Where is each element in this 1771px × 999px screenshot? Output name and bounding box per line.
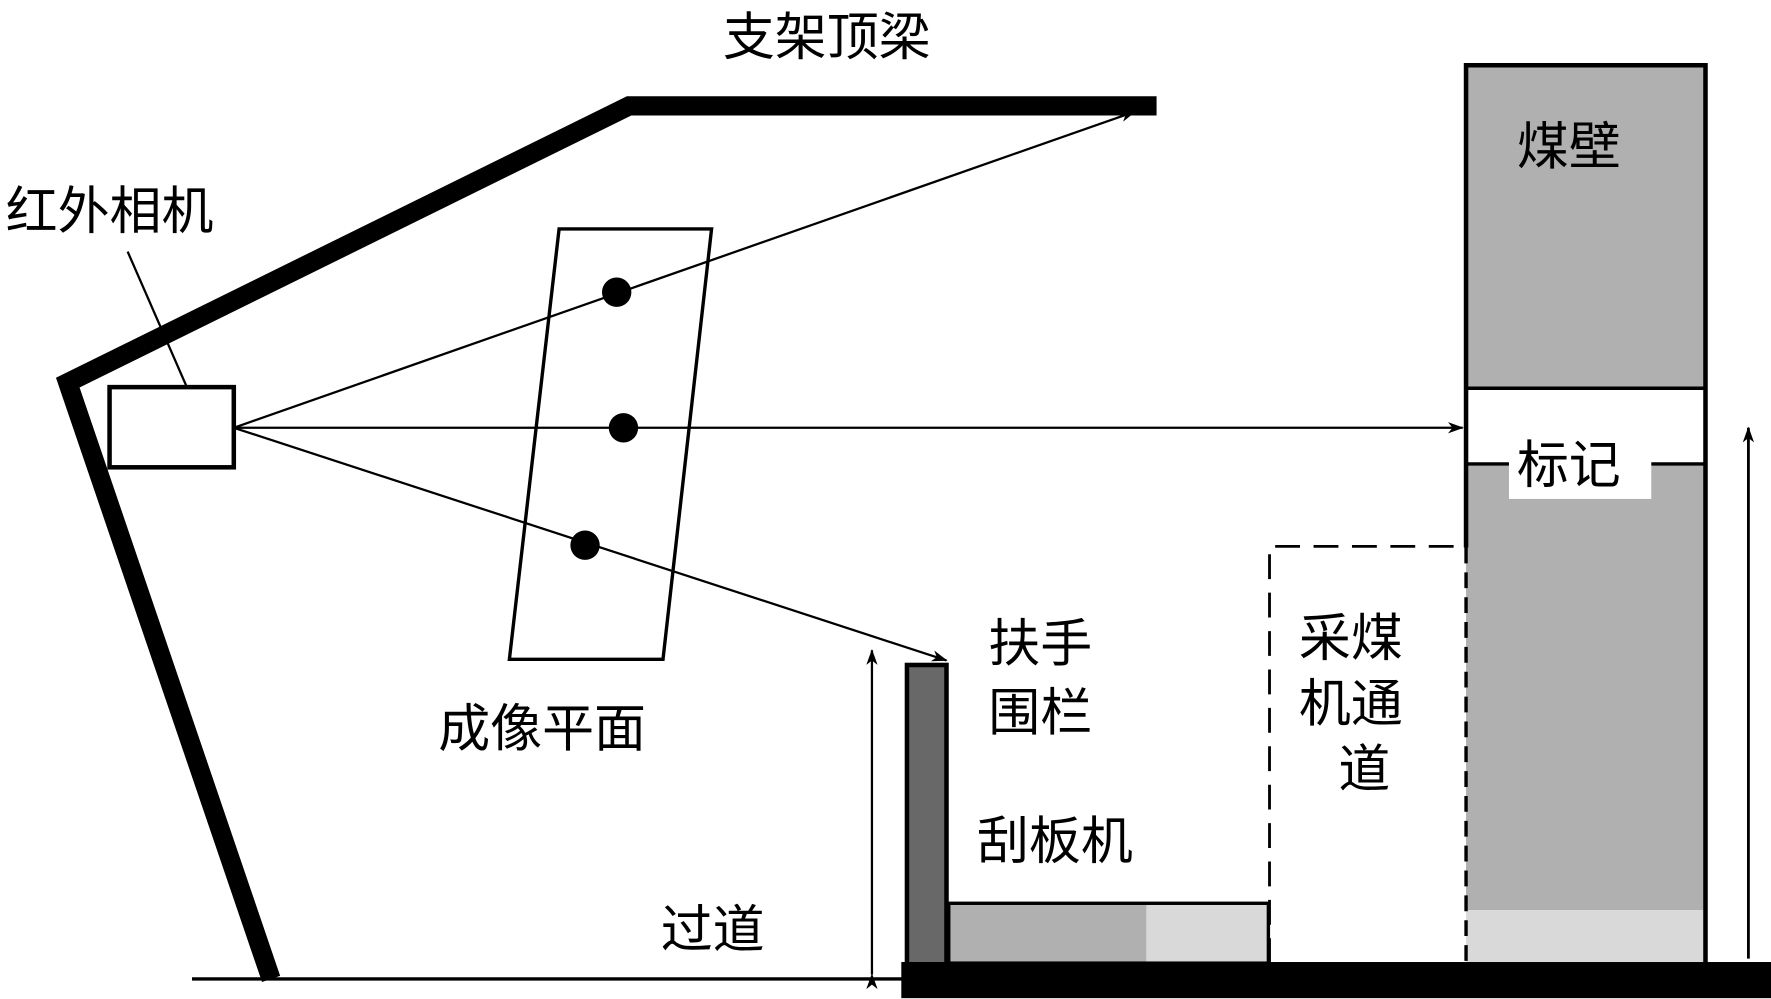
conveyor-label: 刮板机	[977, 812, 1133, 872]
image-point-middle	[608, 413, 639, 443]
marker-label-bg	[1508, 435, 1652, 499]
camera-leader-line	[126, 251, 188, 387]
conveyor-light	[1146, 904, 1268, 964]
floor-base	[901, 962, 1771, 999]
handrail-label-1: 扶手	[988, 615, 1092, 675]
handrail	[904, 662, 949, 967]
roof-beam-label: 支架顶梁	[723, 8, 931, 68]
shearer-label-2: 机通	[1299, 674, 1403, 734]
imaging-plane	[507, 227, 714, 662]
image-point-top	[602, 277, 632, 307]
ir-camera-label: 红外相机	[6, 182, 214, 242]
coal-wall-upper	[1466, 65, 1706, 389]
ir-camera	[107, 384, 237, 470]
walkway-label: 过道	[661, 900, 765, 960]
coal-wall-label: 煤壁	[1517, 118, 1621, 178]
marker-label: 标记	[1517, 436, 1621, 496]
conveyor	[947, 901, 1271, 965]
shearer-channel	[1268, 544, 1467, 964]
imaging-plane-label: 成像平面	[438, 699, 646, 759]
coal-wall-lower	[1466, 463, 1706, 911]
coal-wall-outline	[1463, 62, 1708, 964]
ray-top	[233, 110, 1137, 429]
conveyor-dark	[948, 904, 1147, 964]
coal-wall-bottom	[1466, 910, 1706, 963]
shearer-label-3: 道	[1338, 740, 1390, 800]
image-point-bottom	[570, 530, 600, 560]
handrail-label-2: 围栏	[988, 683, 1092, 743]
support-frame	[55, 96, 1157, 983]
shearer-label-1: 采煤	[1299, 609, 1403, 669]
